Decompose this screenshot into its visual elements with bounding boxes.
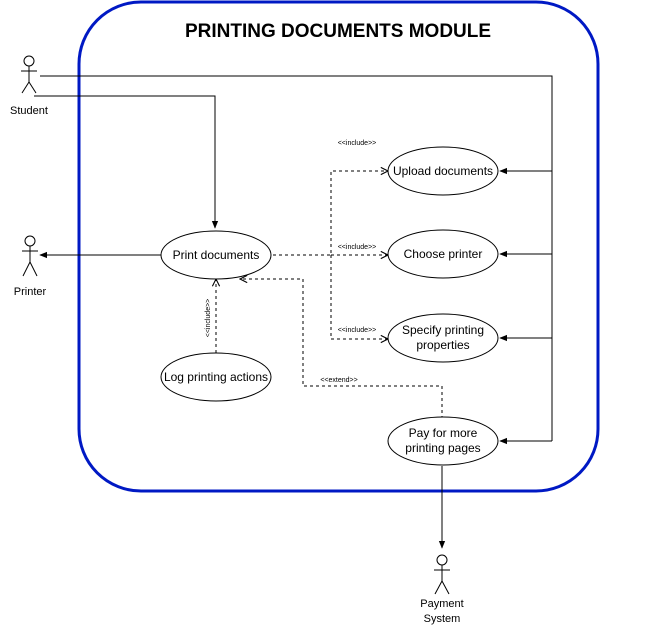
actor-payment-label-1: Payment (420, 598, 463, 610)
stick-figure-icon (434, 554, 450, 595)
student-to-print-line (34, 95, 219, 229)
actor-printer-label: Printer (14, 286, 47, 298)
extend-pay-label: <<extend>> (320, 377, 357, 384)
include-upload-label: <<include>> (338, 140, 377, 147)
include-specify-label: <<include>> (338, 327, 377, 334)
extend-pay-line (240, 279, 443, 419)
include-log-label: <<include>> (205, 299, 212, 338)
actor-payment-system[interactable]: Payment System (420, 554, 464, 625)
usecase-pay-for-more-pages[interactable]: Pay for more printing pages (387, 416, 499, 466)
usecase-upload-documents[interactable]: Upload documents (387, 146, 499, 196)
usecase-pay-label-2: printing pages (405, 441, 480, 455)
include-upload-line (273, 171, 388, 256)
actor-student-label: Student (10, 105, 48, 117)
stick-figure-icon (21, 55, 37, 94)
usecase-specify-label-1: Specify printing (402, 323, 484, 337)
actor-payment-label-2: System (424, 613, 461, 625)
actor-printer[interactable]: Printer (14, 235, 47, 298)
stick-figure-icon (22, 235, 38, 277)
include-specify-line (330, 255, 388, 339)
usecase-choose-printer[interactable]: Choose printer (387, 229, 499, 279)
actor-student[interactable]: Student (10, 55, 48, 117)
usecase-print-documents[interactable]: Print documents (160, 230, 272, 280)
usecase-print-label: Print documents (173, 248, 260, 262)
student-bus-line (40, 75, 553, 441)
usecase-specify-label-2: properties (416, 338, 469, 352)
include-choose-label: <<include>> (338, 244, 377, 251)
usecase-pay-label-1: Pay for more (409, 426, 478, 440)
usecase-choose-label: Choose printer (404, 247, 483, 261)
diagram-title: PRINTING DOCUMENTS MODULE (185, 21, 491, 42)
system-boundary (77, 0, 600, 493)
usecase-log-label: Log printing actions (164, 370, 268, 384)
usecase-specify-printing-properties[interactable]: Specify printing properties (387, 313, 499, 363)
usecase-upload-label: Upload documents (393, 164, 493, 178)
usecase-log-printing-actions[interactable]: Log printing actions (160, 352, 272, 402)
